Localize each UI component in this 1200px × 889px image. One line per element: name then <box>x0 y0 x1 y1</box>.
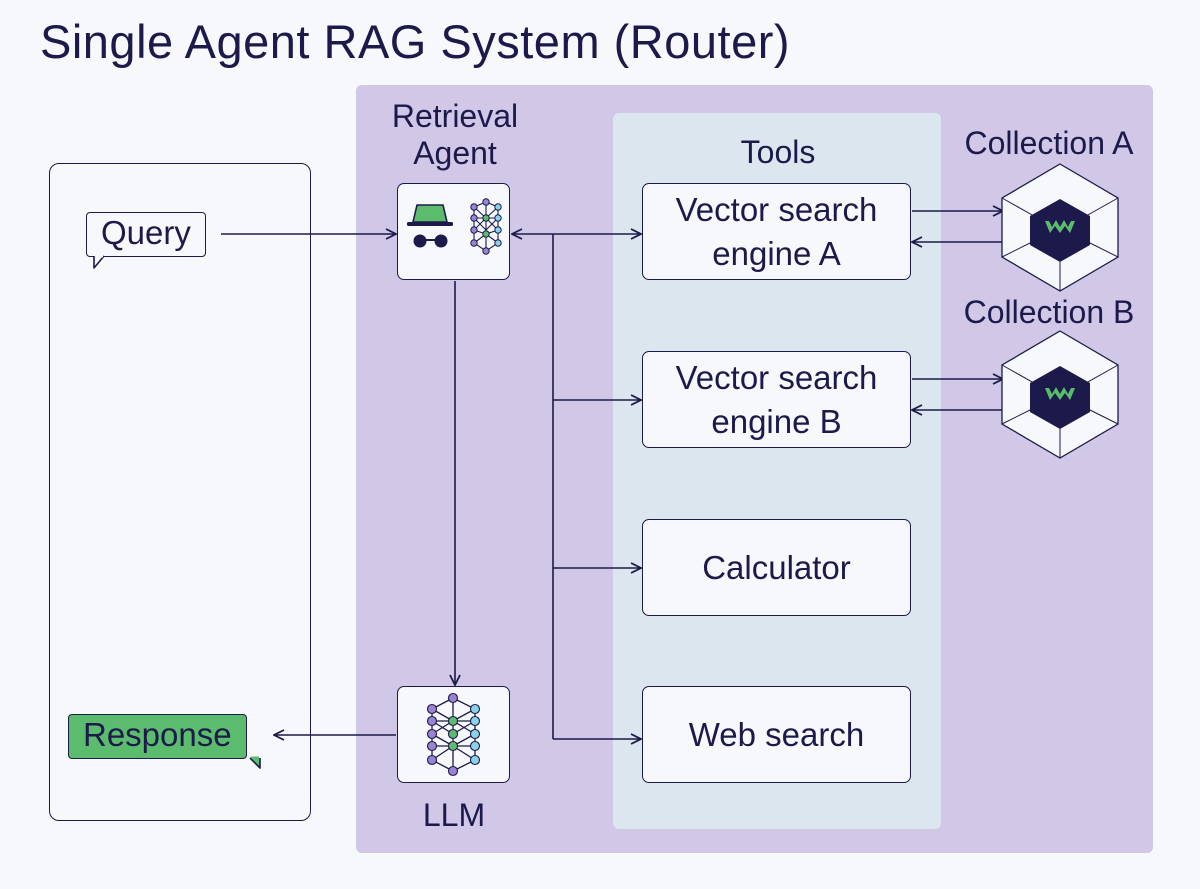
retrieval-agent-label-line1: Retrieval <box>391 98 519 134</box>
weaviate-logo-icon <box>1045 220 1075 233</box>
collection-a-cube <box>1001 163 1119 292</box>
tool-vector-search-a[interactable]: Vector search engine A <box>642 183 911 280</box>
tool-web-search-label: Web search <box>688 715 865 753</box>
tool-vector-search-a-line1: Vector search <box>675 190 878 228</box>
response-bubble: Response <box>68 714 247 759</box>
collection-a-label: Collection A <box>964 125 1134 161</box>
neural-network-icon <box>426 692 481 777</box>
query-bubble: Query <box>86 212 206 257</box>
retrieval-agent-box[interactable] <box>397 183 510 280</box>
retrieval-agent-label-line2: Agent <box>413 135 497 171</box>
user-panel <box>49 163 311 821</box>
tools-label: Tools <box>740 134 816 170</box>
incognito-agent-icon <box>407 204 453 248</box>
collection-b-label: Collection B <box>963 294 1135 330</box>
query-bubble-tail <box>93 255 105 269</box>
collection-b-cube <box>1001 330 1119 459</box>
neural-network-icon <box>470 198 502 255</box>
tool-calculator-label: Calculator <box>702 548 851 586</box>
tool-web-search[interactable]: Web search <box>642 686 911 783</box>
tool-calculator[interactable]: Calculator <box>642 519 911 616</box>
tool-vector-search-a-line2: engine A <box>712 234 841 272</box>
weaviate-logo-icon <box>1045 387 1075 400</box>
response-bubble-tail <box>249 756 261 769</box>
tool-vector-search-b-line1: Vector search <box>675 358 878 396</box>
tool-vector-search-b-line2: engine B <box>711 402 842 440</box>
page-title: Single Agent RAG System (Router) <box>40 15 791 68</box>
retrieval-agent-label: Retrieval Agent <box>370 98 540 172</box>
tool-vector-search-b[interactable]: Vector search engine B <box>642 351 911 448</box>
llm-label: LLM <box>422 797 486 833</box>
